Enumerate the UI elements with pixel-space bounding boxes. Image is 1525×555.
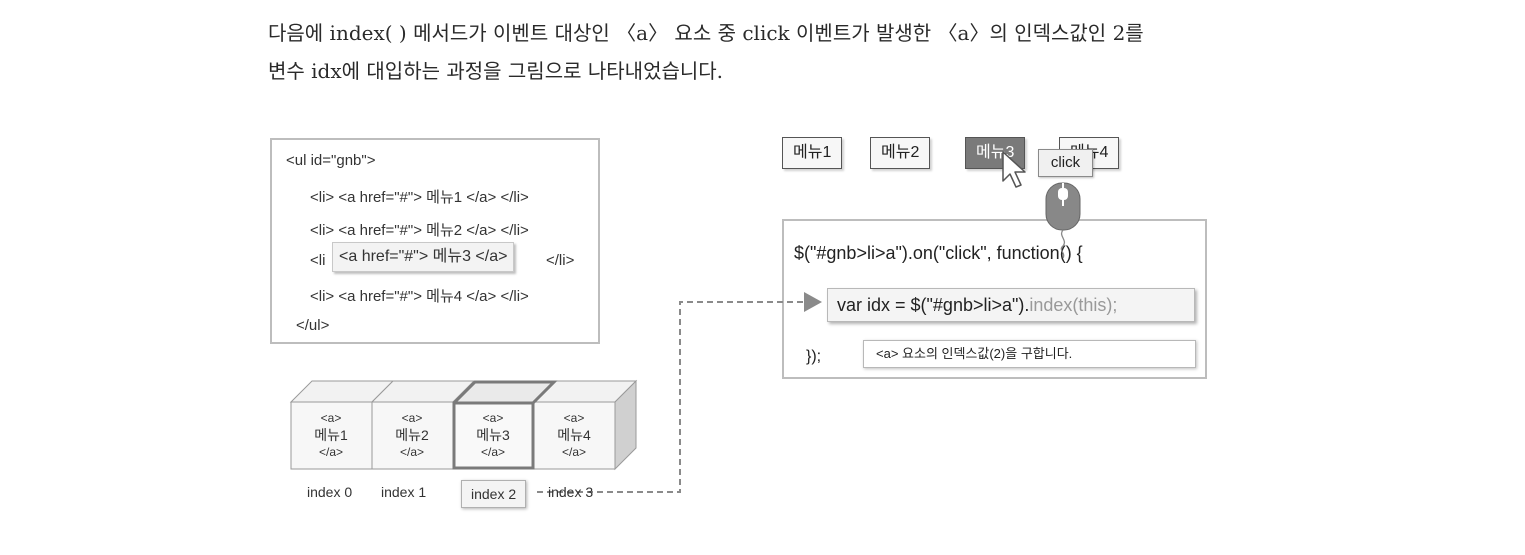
cursor-arrow-icon bbox=[1002, 151, 1026, 188]
index-label-2-highlight: index 2 bbox=[461, 480, 527, 508]
cube-3-close-tag: </a> bbox=[480, 445, 506, 459]
cube-2-open-tag: <a> bbox=[401, 411, 423, 425]
js-close-brace: }); bbox=[806, 348, 822, 365]
intro-line-2: 변수 idx에 대입하는 과정을 그림으로 나타내었습니다. bbox=[268, 59, 724, 83]
code-li-3-end: </li> bbox=[546, 252, 575, 269]
cube-3-name: 메뉴3 bbox=[476, 427, 510, 443]
cube-2-name: 메뉴2 bbox=[395, 427, 429, 443]
index-label-0: index 0 bbox=[307, 484, 353, 500]
index-label-3: index 3 bbox=[548, 484, 594, 500]
cube-4-name: 메뉴4 bbox=[557, 427, 591, 443]
menu-button-2[interactable]: 메뉴2 bbox=[870, 137, 931, 169]
html-code-box: <ul id="gnb"> <li> <a href="#"> 메뉴1 </a>… bbox=[270, 138, 600, 344]
intro-line-1: 다음에 index( ) 메서드가 이벤트 대상인 〈a〉 요소 중 click… bbox=[268, 21, 1144, 45]
js-index-call: index(this); bbox=[1029, 295, 1118, 315]
cube-highlight-3 bbox=[452, 380, 558, 470]
code-ul-open: <ul id="gnb"> bbox=[286, 152, 376, 169]
menu-button-1[interactable]: 메뉴1 bbox=[782, 137, 843, 169]
js-var-idx-line: var idx = $("#gnb>li>a").index(this); bbox=[827, 288, 1195, 322]
mouse-icon bbox=[1045, 182, 1081, 259]
code-ul-close: </ul> bbox=[296, 317, 330, 334]
code-li-1: <li> <a href="#"> 메뉴1 </a> </li> bbox=[310, 189, 529, 206]
js-var-text: var idx = $("#gnb>li>a"). bbox=[837, 295, 1030, 315]
cube-row bbox=[289, 379, 638, 471]
index-label-1: index 1 bbox=[381, 484, 427, 500]
js-note: <a> 요소의 인덱스값(2)을 구합니다. bbox=[863, 340, 1196, 368]
code-li-3-anchor-highlight: <a href="#"> 메뉴3 </a> bbox=[332, 242, 515, 272]
cube-4-open-tag: <a> bbox=[563, 411, 585, 425]
intro-text: 다음에 index( ) 메서드가 이벤트 대상인 〈a〉 요소 중 click… bbox=[268, 14, 1508, 90]
cube-4-close-tag: </a> bbox=[561, 445, 587, 459]
cube-label-2: <a> 메뉴2 </a> bbox=[372, 410, 452, 461]
code-li-3-start: <li bbox=[310, 252, 326, 269]
cube-1-open-tag: <a> bbox=[320, 411, 342, 425]
cube-3-open-tag: <a> bbox=[482, 411, 504, 425]
cube-2-close-tag: </a> bbox=[399, 445, 425, 459]
cube-label-4: <a> 메뉴4 </a> bbox=[534, 410, 614, 461]
dashed-connector bbox=[537, 292, 822, 493]
cube-front-1 bbox=[290, 401, 373, 470]
js-on-click-line: $("#gnb>li>a").on("click", function() { bbox=[794, 243, 1083, 263]
code-li-4: <li> <a href="#"> 메뉴4 </a> </li> bbox=[310, 288, 529, 305]
cube-1-close-tag: </a> bbox=[318, 445, 344, 459]
click-tooltip: click bbox=[1038, 149, 1093, 177]
code-li-2: <li> <a href="#"> 메뉴2 </a> </li> bbox=[310, 222, 529, 239]
cube-1-name: 메뉴1 bbox=[314, 427, 348, 443]
cube-label-3: <a> 메뉴3 </a> bbox=[453, 410, 533, 461]
cube-label-1: <a> 메뉴1 </a> bbox=[291, 410, 371, 461]
js-code-box: $("#gnb>li>a").on("click", function() { … bbox=[782, 219, 1207, 379]
